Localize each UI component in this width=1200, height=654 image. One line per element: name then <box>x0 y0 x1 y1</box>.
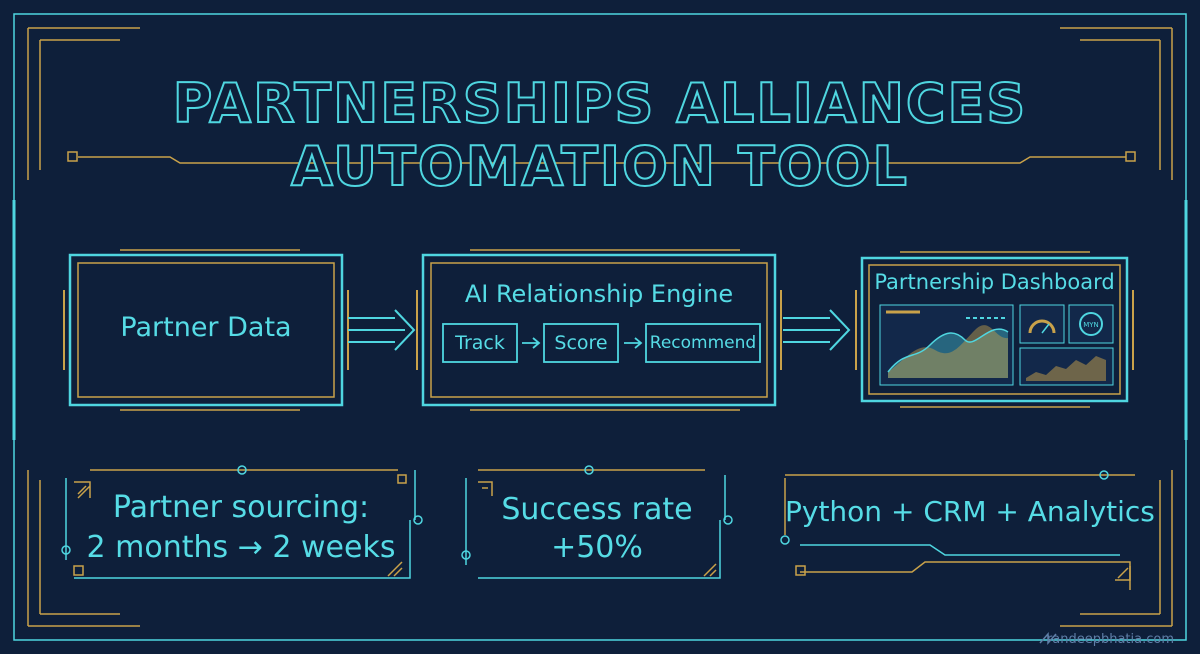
step-score-label: Score <box>554 332 608 354</box>
engine-label: AI Relationship Engine <box>464 280 734 308</box>
step-recommend-box <box>645 323 761 363</box>
engine-box <box>416 249 782 411</box>
dashboard-gauge-1 <box>1019 304 1065 344</box>
flow-arrow-2 <box>783 309 851 351</box>
partner-data-label: Partner Data <box>120 312 292 343</box>
result-panel-3 <box>780 470 1135 590</box>
result-1-line1: Partner sourcing: <box>112 490 370 525</box>
step-arrow-2 <box>624 337 643 349</box>
result-1-line2: 2 months → 2 weeks <box>86 530 396 565</box>
result-2-line1: Success rate <box>501 492 693 527</box>
title-underline <box>67 151 1136 164</box>
flow-arrow-1 <box>348 309 416 351</box>
result-panel-1 <box>61 465 423 579</box>
page-title: PARTNERSHIPS ALLIANCES AUTOMATION TOOL <box>172 71 1028 199</box>
dashboard-label: Partnership Dashboard <box>874 270 1115 294</box>
step-recommend-label: Recommend <box>649 333 757 353</box>
dashboard-mini-chart <box>879 304 1014 386</box>
result-panel-2 <box>461 465 733 579</box>
dashboard-area-chart <box>1019 347 1114 386</box>
result-3-line1: Python + CRM + Analytics <box>785 495 1155 528</box>
outer-frame <box>12 13 1188 641</box>
result-2-line2: +50% <box>551 530 643 565</box>
step-score-box <box>543 323 619 363</box>
engine-steps <box>442 323 761 363</box>
dashboard-box <box>855 251 1134 408</box>
step-track-label: Track <box>455 332 505 354</box>
step-arrow-1 <box>522 337 541 349</box>
credit-text: randeepbhatia.com <box>1046 632 1174 647</box>
step-track-box <box>442 323 518 363</box>
gauge-label: MYN <box>1083 321 1099 329</box>
credit-logo-icon <box>1039 632 1057 645</box>
dashboard-gauge-2: MYN <box>1068 304 1114 344</box>
